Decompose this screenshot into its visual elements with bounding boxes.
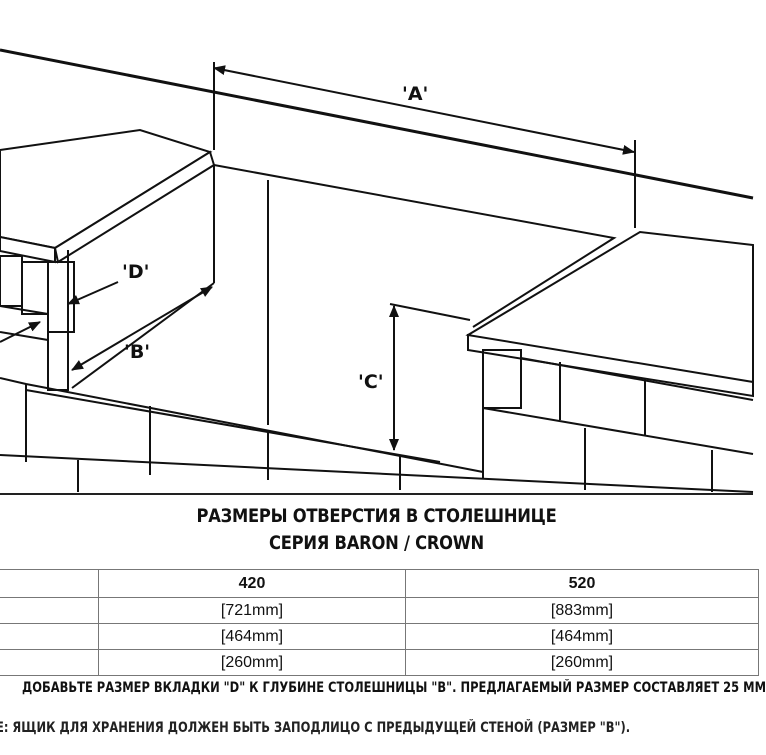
note-storage-flush: E: ЯЩИК ДЛЯ ХРАНЕНИЯ ДОЛЖЕН БЫТЬ ЗАПОДЛИ… — [0, 720, 631, 736]
countertop-cutout-diagram: 'A' 'D' 'B' 'C' — [0, 48, 754, 493]
cutout-interior — [71, 164, 617, 425]
dimension-d — [67, 281, 119, 305]
table-cell — [0, 597, 99, 624]
table-cell — [0, 649, 99, 676]
header-cell-520: 520 — [405, 569, 759, 598]
table-cell — [0, 623, 99, 650]
dimension-a — [213, 62, 636, 228]
table-cell: [464mm] — [405, 623, 759, 650]
front-brick-wall — [0, 377, 754, 493]
right-countertop — [465, 230, 754, 398]
table-header-row: 420 520 — [0, 569, 759, 598]
table-row: [260mm] [260mm] — [0, 649, 759, 676]
label-a: 'A' — [402, 83, 428, 105]
label-d: 'D' — [122, 261, 149, 283]
table-cell: [260mm] — [405, 649, 759, 676]
header-cell — [0, 569, 99, 598]
right-brick-wall — [482, 349, 754, 492]
label-b: 'B' — [124, 341, 150, 363]
label-c: 'C' — [358, 371, 384, 393]
section-divider — [0, 493, 753, 495]
left-brick-wall — [0, 250, 75, 391]
table-cell: [260mm] — [98, 649, 406, 676]
table-cell: [883mm] — [405, 597, 759, 624]
table-cell: [464mm] — [98, 623, 406, 650]
table-row: [721mm] [883mm] — [0, 597, 759, 624]
table-row: [464mm] [464mm] — [0, 623, 759, 650]
header-cell-420: 420 — [98, 569, 406, 598]
table-title: РАЗМЕРЫ ОТВЕРСТИЯ В СТОЛЕШНИЦЕ — [196, 505, 557, 527]
table-subtitle: СЕРИЯ BARON / CROWN — [269, 532, 484, 554]
dimension-b — [0, 286, 213, 371]
table-cell: [721mm] — [98, 597, 406, 624]
left-countertop — [0, 128, 216, 264]
dimensions-table: 420 520 [721mm] [883mm] [464mm] [464mm] … — [0, 569, 759, 676]
note-tab-dimension: ДОБАВЬТЕ РАЗМЕР ВКЛАДКИ "D" К ГЛУБИНЕ СТ… — [22, 680, 766, 696]
